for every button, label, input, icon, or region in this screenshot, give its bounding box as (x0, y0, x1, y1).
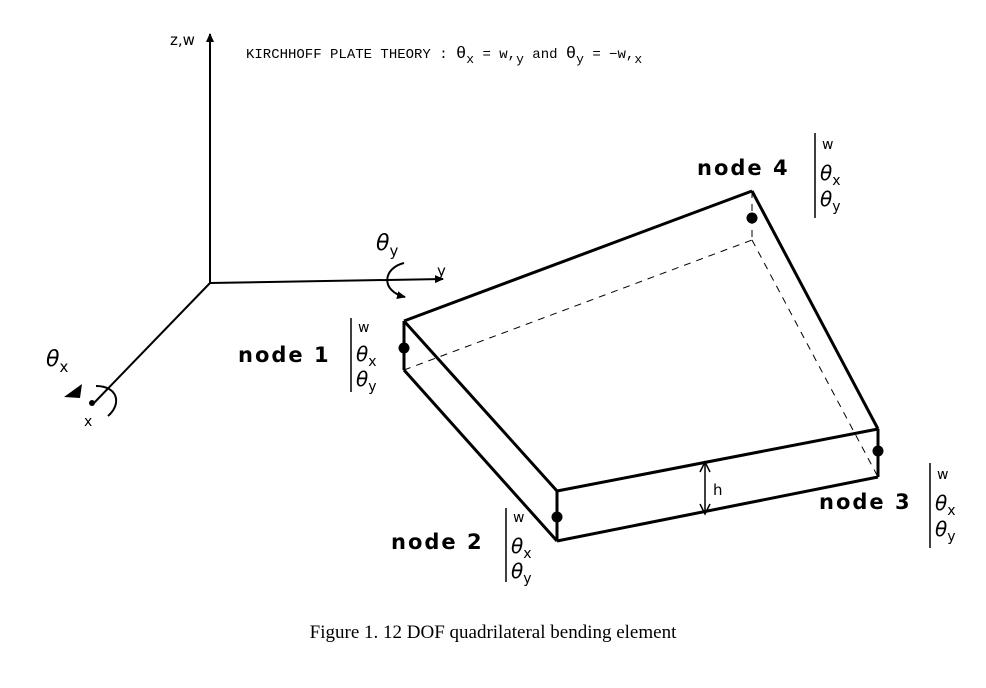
thickness-arrow-bottom (699, 503, 711, 516)
node-1-dof-w: w (358, 320, 369, 336)
node-3-dof-w: w (937, 467, 948, 483)
node-1-label: node 1 (238, 343, 331, 367)
x-axis-label: x (84, 414, 92, 430)
x-axis (92, 282, 211, 405)
node-3-dof-theta-x: θx (935, 491, 956, 519)
node-3-point (872, 445, 884, 457)
plate-top-edge-4-3 (750, 190, 880, 430)
node-1-dof-theta-x: θx (356, 342, 377, 370)
coordinate-axes (92, 33, 444, 405)
node-4-dof-theta-y: θy (820, 187, 841, 215)
node-3-group: node 3 w θx θy (819, 463, 956, 548)
node-4-dof-theta-x: θx (820, 161, 841, 189)
x-axis-end-dot (89, 400, 95, 406)
hidden-edge-1-4 (403, 239, 753, 371)
node-3-label: node 3 (819, 490, 912, 514)
node-2-point (551, 511, 563, 523)
plate-top-edge-3-2 (556, 427, 879, 493)
theta-x-arrowhead (64, 384, 82, 398)
figure-caption: Figure 1. 12 DOF quadrilateral bending e… (310, 622, 677, 643)
z-axis-label: z,w (170, 31, 195, 49)
hidden-edge-4-3 (751, 239, 879, 478)
theta-x-rotation-arc (95, 385, 118, 417)
y-axis (209, 275, 444, 284)
node-4-label: node 4 (697, 156, 790, 180)
theta-y-rotation-arrow (386, 262, 406, 300)
node-2-dof-theta-y: θy (511, 559, 532, 587)
plate-bottom-edge-2-3 (556, 475, 879, 543)
theta-y-axis-label: θy (376, 231, 398, 260)
y-axis-label: y (437, 262, 446, 280)
plate-top-edge-1-4 (403, 189, 753, 323)
node-1-point (398, 342, 410, 354)
node-4-dof-w: w (822, 137, 833, 153)
thickness-label: h (713, 481, 723, 499)
node-1-dof-theta-y: θy (356, 367, 377, 395)
plate-element (402, 189, 880, 543)
theta-x-axis-label: θx (46, 347, 68, 376)
header-equation: KIRCHHOFF PLATE THEORY : θx = w,y and θy… (246, 45, 642, 67)
plate-bottom-edge-1-2 (402, 368, 559, 543)
thickness-arrow-top (699, 460, 711, 473)
node-2-dof-w: w (513, 510, 524, 526)
node-4-group: node 4 w θx θy (697, 133, 841, 218)
node-2-group: node 2 w θx θy (391, 508, 532, 587)
node-2-label: node 2 (391, 530, 484, 554)
plate-top-edge-2-1 (402, 319, 559, 493)
node-3-dof-theta-y: θy (935, 517, 956, 545)
node-2-dof-theta-x: θx (511, 534, 532, 562)
node-4-point (746, 212, 758, 224)
node-1-group: node 1 w θx θy (238, 318, 377, 395)
